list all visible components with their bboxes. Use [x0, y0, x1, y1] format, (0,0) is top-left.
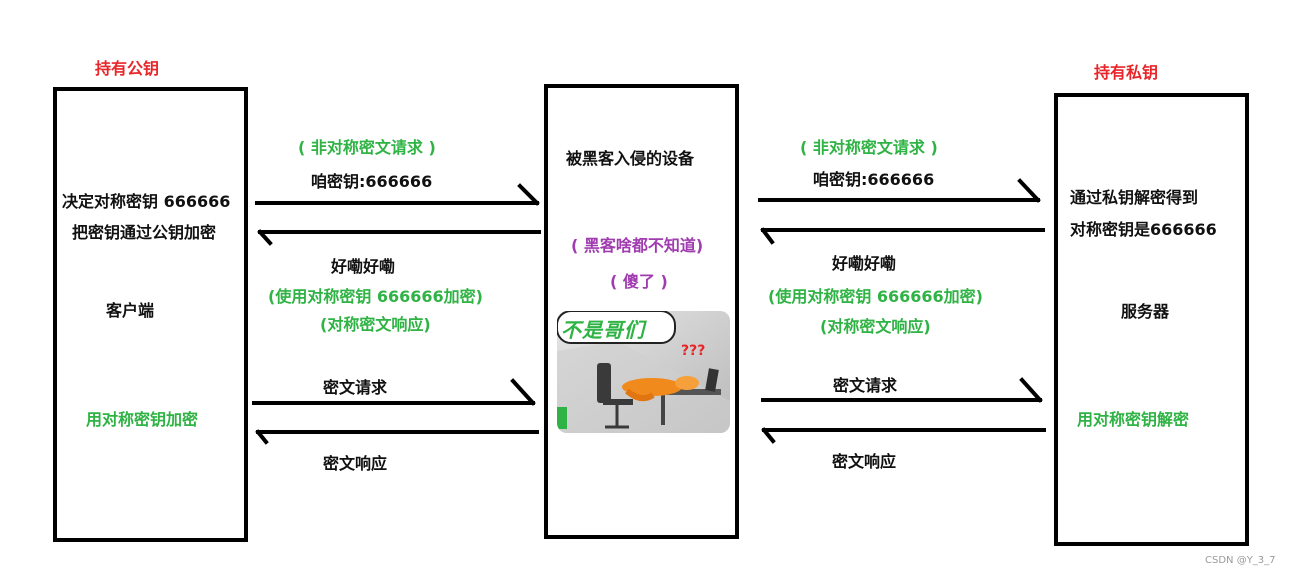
- server-action: 用对称密钥解密: [1077, 410, 1190, 429]
- right-key-response-arrow: [760, 227, 1045, 245]
- client-heading: 持有公钥: [95, 59, 160, 78]
- right-response-tag: (对称密文响应): [820, 317, 931, 336]
- client-role: 客户端: [106, 301, 155, 320]
- server-line2: 对称密钥是666666: [1070, 220, 1217, 239]
- left-cipher-request-label: 密文请求: [323, 378, 388, 397]
- client-box: [53, 87, 248, 542]
- right-cipher-request-label: 密文请求: [833, 376, 898, 395]
- hacker-device-box: [544, 84, 739, 539]
- right-cipher-request-arrow: [761, 377, 1043, 403]
- right-cipher-response-label: 密文响应: [832, 452, 897, 471]
- server-heading: 持有私钥: [1094, 63, 1159, 82]
- client-line1: 决定对称密钥 666666: [62, 192, 231, 211]
- right-request-tag: ( 非对称密文请求 ): [800, 138, 938, 157]
- server-role: 服务器: [1121, 302, 1170, 321]
- client-line2: 把密钥通过公钥加密: [72, 223, 217, 242]
- hacker-note-1: ( 黑客啥都不知道): [571, 236, 704, 255]
- meme-question-marks: ???: [681, 343, 706, 359]
- left-key-response-arrow: [257, 229, 541, 246]
- hacker-note-2: ( 傻了 ): [610, 272, 668, 291]
- right-response-note: (使用对称密钥 666666加密): [768, 287, 983, 306]
- left-cipher-response-arrow: [255, 429, 539, 445]
- right-request-body: 咱密钥:666666: [813, 170, 935, 189]
- confused-meme-image: 不是哥们 ???: [557, 311, 730, 433]
- left-cipher-request-arrow: [252, 378, 536, 406]
- left-response-tag: (对称密文响应): [320, 315, 431, 334]
- meme-caption: 不是哥们: [561, 318, 645, 342]
- right-key-request-arrow: [758, 178, 1041, 203]
- server-box: [1054, 93, 1249, 546]
- meme-illustration: [557, 311, 730, 433]
- client-action: 用对称密钥加密: [86, 410, 199, 429]
- server-line1: 通过私钥解密得到: [1070, 188, 1199, 207]
- right-response-body: 好嘞好嘞: [832, 254, 897, 273]
- left-response-body: 好嘞好嘞: [331, 257, 396, 276]
- left-request-body: 咱密钥:666666: [311, 172, 433, 191]
- csdn-watermark: CSDN @Y_3_7: [1205, 555, 1276, 566]
- hacker-device-title: 被黑客入侵的设备: [566, 149, 695, 168]
- left-cipher-response-label: 密文响应: [323, 454, 388, 473]
- right-cipher-response-arrow: [761, 427, 1046, 444]
- left-response-note: (使用对称密钥 666666加密): [268, 287, 483, 306]
- left-key-request-arrow: [255, 183, 540, 206]
- left-request-tag: ( 非对称密文请求 ): [298, 138, 436, 157]
